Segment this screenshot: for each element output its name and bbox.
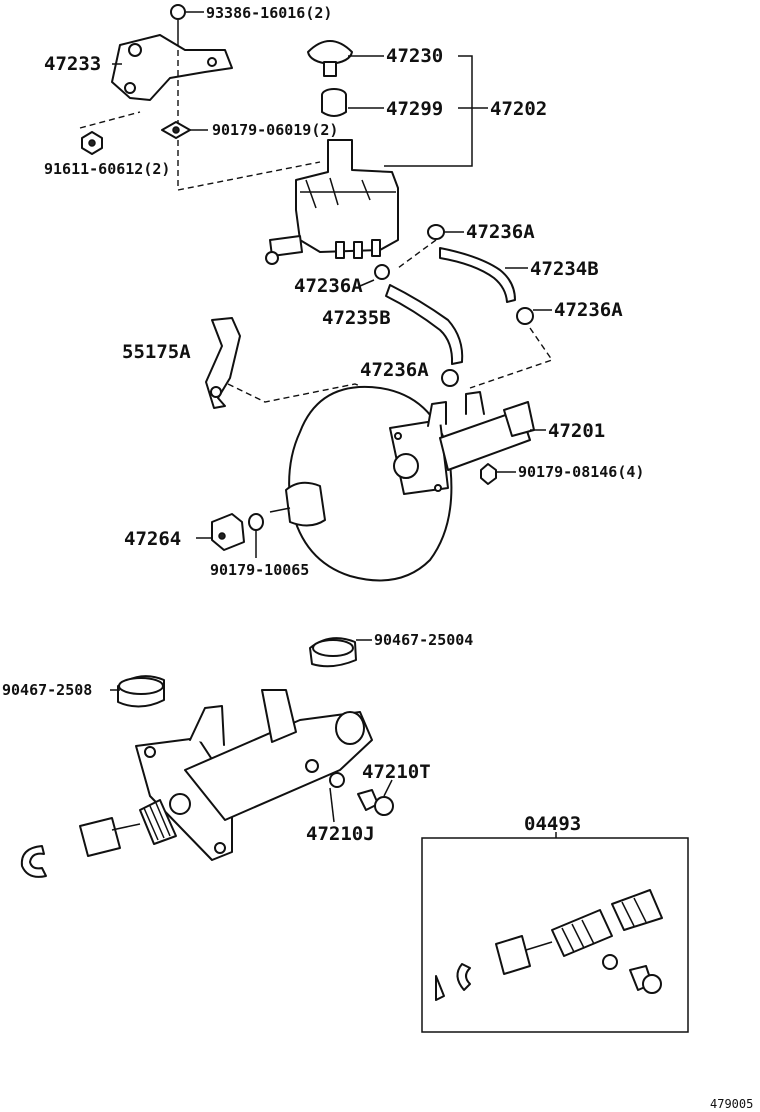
gasket-47210J-part — [329, 772, 345, 788]
repair-kit-box — [421, 837, 689, 1033]
hose-47234B-part — [439, 247, 516, 303]
hose-clamp-lower-part — [441, 369, 459, 387]
label-90179-08146: 90179-08146(4) — [518, 463, 644, 481]
label-47233: 47233 — [44, 53, 101, 75]
label-90467-2508: 90467-2508 — [2, 681, 92, 699]
diagram-code: 479005 — [710, 1097, 753, 1111]
hose-47235B-part — [385, 284, 464, 365]
label-47299: 47299 — [386, 98, 443, 120]
label-47235B: 47235B — [322, 307, 391, 329]
nut-90179-10065-part — [248, 513, 264, 531]
reservoir-strainer-part — [321, 88, 347, 117]
piston-assembly-part — [79, 793, 191, 857]
reservoir-tank-part — [265, 139, 399, 265]
bolt-93386-part — [170, 4, 186, 40]
reservoir-bracket-part — [111, 34, 233, 101]
label-47210J: 47210J — [306, 823, 375, 845]
label-47210T: 47210T — [362, 761, 431, 783]
label-90179-06019: 90179-06019(2) — [212, 121, 338, 139]
repair-kit-contents-part — [435, 889, 663, 1001]
label-47236A-top: 47236A — [466, 221, 535, 243]
label-55175A: 55175A — [122, 341, 191, 363]
nut-90179-06019-part — [161, 121, 191, 139]
label-47264: 47264 — [124, 528, 181, 550]
label-47234B: 47234B — [530, 258, 599, 280]
label-47230: 47230 — [386, 45, 443, 67]
nut-91611-part — [81, 131, 103, 155]
label-93386-16016: 93386-16016(2) — [206, 4, 332, 22]
hose-clamp-left-part — [374, 264, 390, 280]
hose-clamp-upper-part — [427, 224, 445, 240]
label-04493: 04493 — [524, 813, 581, 835]
snap-ring-lower-part — [20, 845, 47, 878]
label-47236A-lower: 47236A — [360, 359, 429, 381]
label-47201: 47201 — [548, 420, 605, 442]
label-91611-60612: 91611-60612(2) — [44, 160, 170, 178]
label-90467-25004: 90467-25004 — [374, 631, 473, 649]
label-47202: 47202 — [490, 98, 547, 120]
stop-bolt-47210T-part — [357, 789, 394, 816]
label-47236A-right: 47236A — [554, 299, 623, 321]
push-rod-clevis-part — [211, 513, 245, 551]
clamp-90467-25004-part — [309, 637, 357, 668]
hose-clamp-right-part — [516, 307, 534, 325]
master-cylinder-assembly-part — [389, 391, 535, 495]
label-47236A-left: 47236A — [294, 275, 363, 297]
reservoir-cap-part — [307, 40, 353, 77]
bracket-55175A-part — [205, 317, 241, 409]
clamp-90467-2508-part — [117, 675, 165, 708]
nut-90179-08146-part — [480, 463, 497, 485]
label-90179-10065: 90179-10065 — [210, 561, 309, 579]
